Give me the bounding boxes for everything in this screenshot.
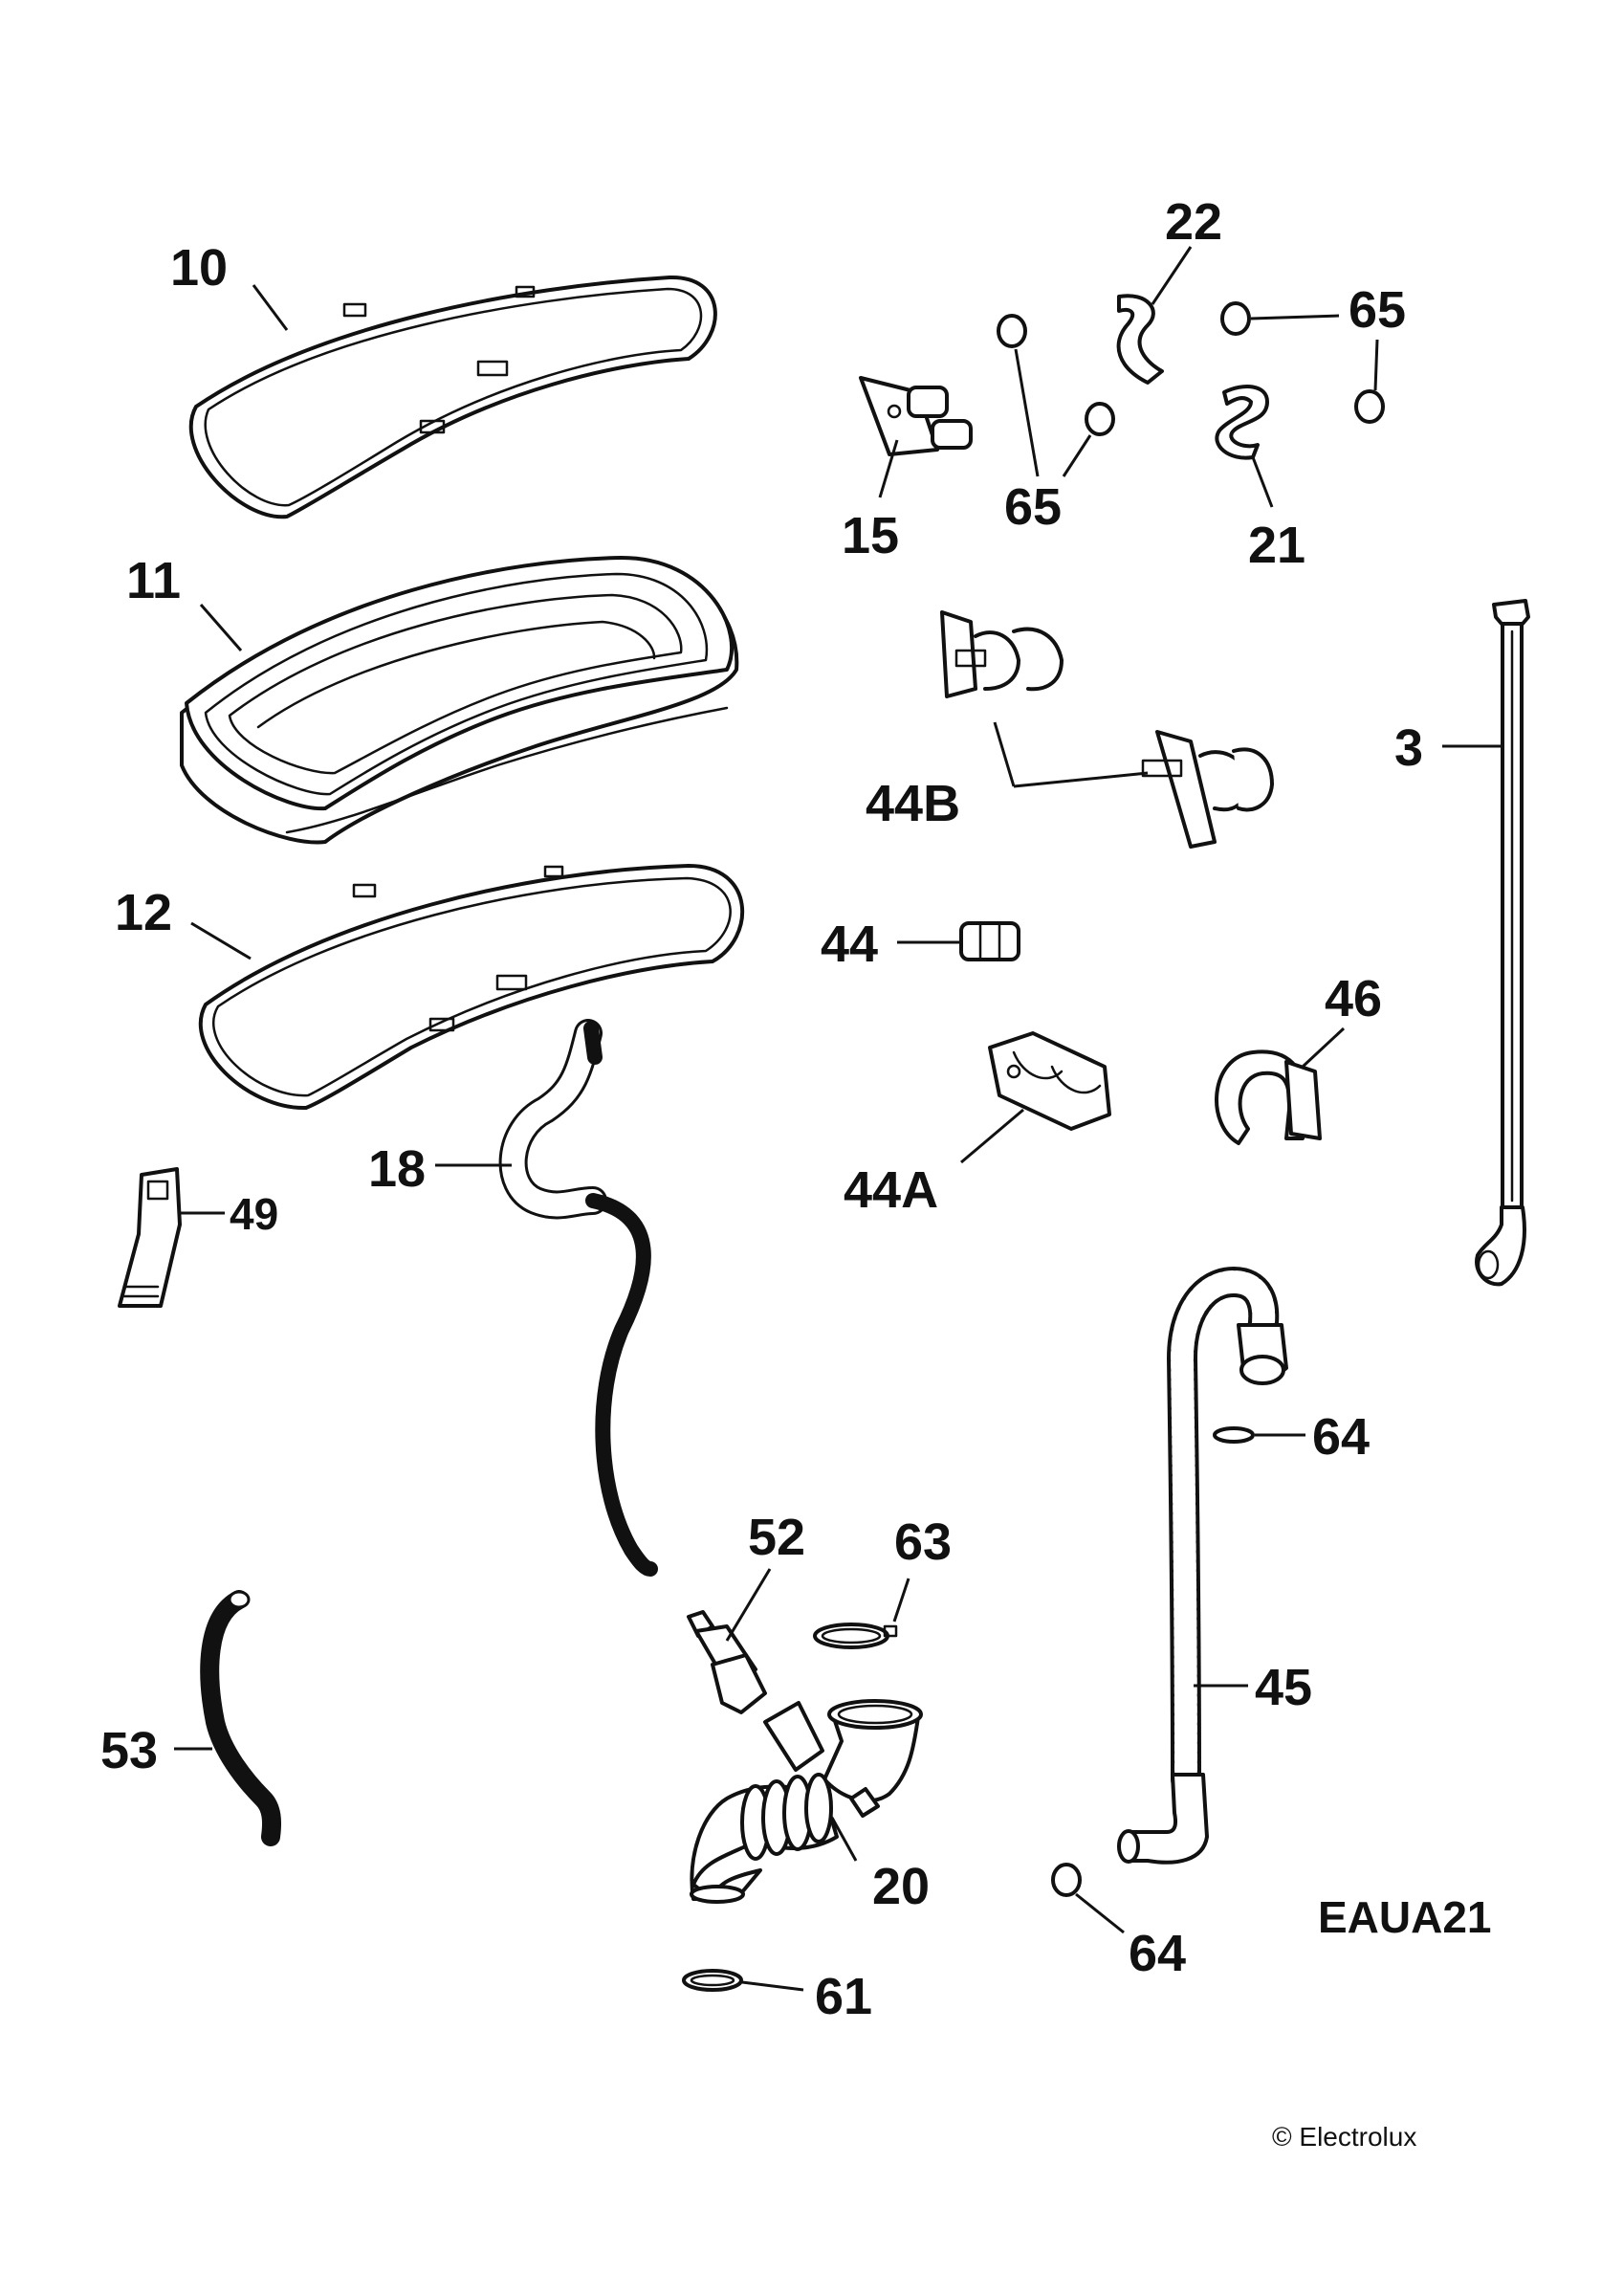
part-11-door-bellows — [180, 556, 739, 845]
part-61-clamp — [682, 1969, 743, 1992]
label-45: 45 — [1255, 1659, 1312, 1716]
part-65-clip-c — [1220, 301, 1251, 336]
leader-65b2 — [1373, 339, 1379, 391]
label-46: 46 — [1325, 970, 1382, 1027]
leader-52 — [725, 1568, 772, 1642]
label-61: 61 — [815, 1968, 872, 2025]
label-22: 22 — [1165, 193, 1222, 251]
label-44: 44 — [821, 916, 878, 973]
part-21-hose — [1215, 385, 1269, 460]
leader-65a2 — [1062, 434, 1092, 477]
leader-63 — [892, 1578, 910, 1623]
leader-21 — [1251, 456, 1274, 508]
part-46-bracket — [1215, 1049, 1322, 1145]
part-22-hose — [1116, 294, 1164, 385]
leader-46 — [1301, 1027, 1346, 1069]
part-44b-holder-lower — [1141, 730, 1274, 849]
part-3-long-hose — [1475, 599, 1530, 1287]
label-11: 11 — [126, 552, 181, 609]
leader-20 — [830, 1817, 858, 1862]
leader-15 — [878, 439, 899, 498]
copyright: © Electrolux — [1272, 2122, 1416, 2152]
leader-22 — [1151, 246, 1193, 305]
part-44-clip — [959, 921, 1020, 961]
label-64-lower: 64 — [1129, 1925, 1186, 1982]
leader-65b — [1250, 314, 1340, 320]
label-52: 52 — [748, 1509, 805, 1566]
part-45-drain-hose — [1117, 1266, 1288, 1865]
part-52-fitting — [687, 1610, 767, 1714]
part-65-clip-b — [1085, 402, 1115, 436]
leader-44b-b — [1013, 771, 1149, 788]
label-44b: 44B — [866, 775, 960, 832]
label-49: 49 — [230, 1189, 278, 1239]
leader-44b-a — [993, 721, 1016, 787]
label-20: 20 — [872, 1858, 930, 1915]
part-20-sump-hose — [690, 1699, 923, 1904]
part-44b-holder-upper — [940, 610, 1064, 698]
leader-12 — [190, 921, 252, 960]
label-64-upper: 64 — [1312, 1408, 1370, 1466]
part-65-clip-d — [1354, 389, 1385, 424]
leader-61 — [741, 1980, 804, 1992]
label-21: 21 — [1248, 517, 1305, 574]
label-53: 53 — [100, 1722, 158, 1779]
leader-65a — [1014, 348, 1040, 477]
part-64-clamp-upper — [1213, 1426, 1255, 1444]
label-44a: 44A — [844, 1161, 938, 1219]
label-12: 12 — [115, 884, 172, 941]
label-15: 15 — [842, 507, 899, 564]
leader-10 — [252, 284, 289, 331]
label-65-lower: 65 — [1004, 478, 1062, 536]
label-65-upper: 65 — [1349, 281, 1406, 339]
part-44a-clamp — [988, 1031, 1111, 1131]
part-12-gasket — [198, 864, 745, 1111]
part-15-valve — [859, 376, 973, 456]
label-10: 10 — [170, 239, 228, 297]
part-65-clip-a — [997, 314, 1027, 348]
label-18: 18 — [368, 1140, 426, 1198]
label-3: 3 — [1394, 719, 1423, 777]
leader-64b — [1075, 1892, 1125, 1934]
diagram-code: EAUA21 — [1318, 1892, 1492, 1942]
part-63-clamp — [813, 1623, 898, 1649]
part-49-brush — [118, 1167, 182, 1308]
leader-11 — [199, 604, 243, 651]
part-10-gasket — [188, 275, 717, 519]
part-53-tube — [200, 1590, 281, 1846]
part-64-clamp-lower — [1051, 1863, 1082, 1897]
leader-44a — [960, 1108, 1024, 1164]
part-18-hose — [498, 1019, 658, 1577]
label-63: 63 — [894, 1513, 952, 1571]
